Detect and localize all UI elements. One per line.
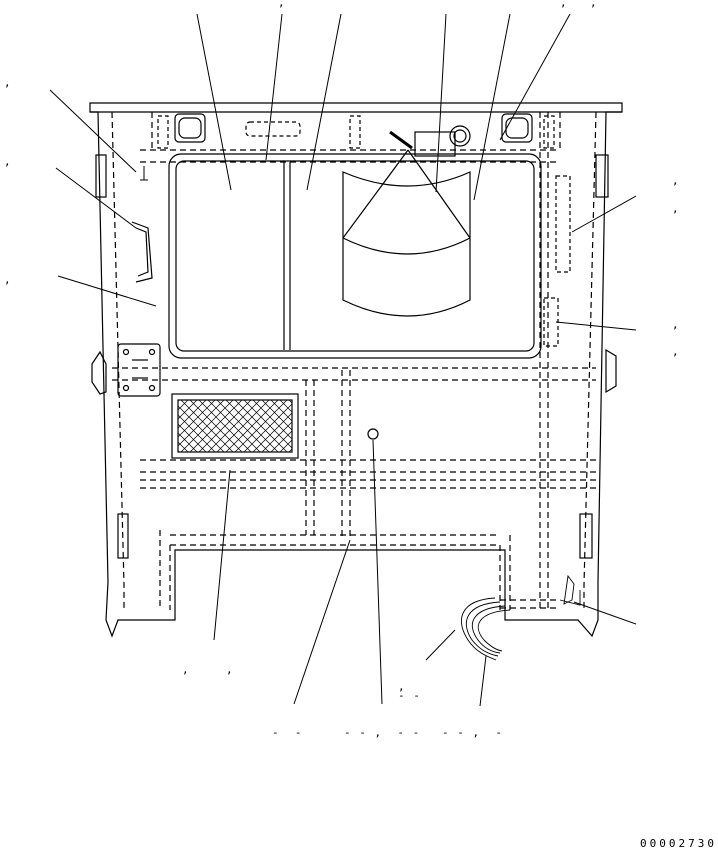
- mesh-strand: [225, 400, 279, 452]
- mesh-strand: [343, 400, 395, 452]
- mesh-strand: [178, 441, 189, 452]
- mesh-strand: [118, 400, 170, 452]
- leader-lines: [49, 13, 637, 707]
- mesh-strand: [178, 400, 180, 402]
- inner-dashed-frame: [111, 111, 597, 610]
- callout-comma-6: ,: [4, 273, 12, 286]
- mesh-strand: [234, 400, 288, 452]
- mesh-strand: [243, 403, 292, 452]
- window-frame-outer: [168, 153, 542, 359]
- callout-comma-3: ,: [590, 0, 598, 9]
- mesh-strand: [325, 400, 377, 452]
- callout-comma-5: ,: [4, 155, 12, 168]
- mesh-strand: [178, 400, 207, 429]
- mesh-strand: [261, 421, 292, 452]
- mesh-strand: [343, 400, 395, 452]
- mesh-strand: [325, 400, 377, 452]
- mesh-strand: [288, 400, 292, 404]
- callout-comma-10: ,: [672, 345, 680, 358]
- mesh-strand: [270, 400, 292, 422]
- right-lamp: [501, 113, 533, 143]
- callout-comma-7: ,: [672, 174, 680, 187]
- callout-comma-9: ,: [672, 318, 680, 331]
- bottom-callout-d: - -: [398, 689, 421, 702]
- mesh-strand: [178, 400, 189, 411]
- callout-comma-12: ,: [226, 663, 234, 676]
- mesh-strand: [178, 400, 225, 447]
- mesh-strand: [180, 400, 234, 452]
- mesh-strand: [216, 400, 270, 452]
- antenna-base: [367, 428, 379, 440]
- mesh-strand: [178, 400, 198, 420]
- left-grab-handle: [131, 221, 153, 283]
- mesh-strand: [279, 439, 292, 452]
- callout-comma-13: ,: [398, 680, 406, 693]
- mesh-strand: [352, 400, 404, 452]
- callout-comma-2: ,: [560, 0, 568, 9]
- callout-comma-4: ,: [4, 76, 12, 89]
- sheet-number: 00002730: [640, 837, 717, 850]
- mesh-strand: [198, 400, 252, 452]
- bottom-callout-b: - - , - -: [344, 726, 421, 739]
- mesh-strand: [118, 400, 170, 452]
- callout-comma-11: ,: [182, 663, 190, 676]
- mesh-strand: [178, 400, 216, 438]
- mesh-strand: [178, 450, 180, 452]
- mesh-strand: [288, 448, 292, 452]
- wiper-assembly: [342, 125, 471, 317]
- mesh-strand: [252, 412, 292, 452]
- mesh-strand: [307, 400, 359, 452]
- mesh-strand: [270, 430, 292, 452]
- mesh-strand: [207, 400, 261, 452]
- mesh-strand: [189, 400, 243, 452]
- bottom-callout-a: - -: [272, 726, 303, 739]
- mesh-strand: [307, 400, 359, 452]
- mesh-strand: [178, 432, 198, 452]
- left-latch-plate: [117, 343, 161, 397]
- callout-comma-1: ,: [278, 0, 286, 9]
- callout-comma-8: ,: [672, 202, 680, 215]
- hinges: [91, 154, 617, 559]
- bottom-callout-c: - - , -: [442, 726, 503, 739]
- mesh-strand: [279, 400, 292, 413]
- wire-harness: [460, 574, 581, 661]
- mesh-strand: [352, 400, 404, 452]
- window-frame-inner: [175, 160, 535, 352]
- left-lamp: [174, 113, 206, 143]
